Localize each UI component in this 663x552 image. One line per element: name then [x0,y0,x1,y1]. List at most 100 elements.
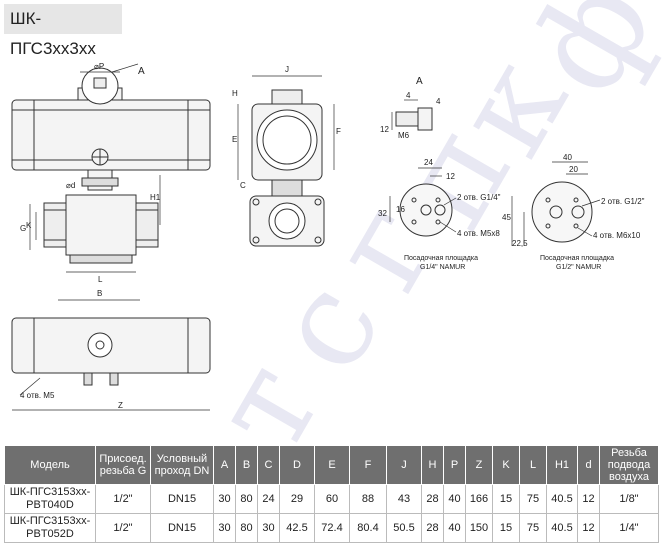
dim-label: E [232,135,237,144]
table-cell: 30 [257,513,280,543]
table-row: ШК-ПГС3153хх-PBT052D 1/2" DN15 30 80 30 … [4,513,659,543]
dim-label: G1/4" NAMUR [420,264,465,271]
col-header: C [257,445,280,485]
dim-label: H [232,89,238,98]
dim-label: F [336,127,341,136]
table-cell: 1/8" [599,484,659,514]
table-cell: 72.4 [314,513,350,543]
col-header: H1 [546,445,578,485]
technical-drawing: ⌀P A H1 G K ⌀d L B Z 4 отв. M5 J H E F [11,62,645,411]
dim-label: 2 отв. G1/4" [457,193,501,202]
table-cell: 30 [213,484,236,514]
table-cell: 50.5 [386,513,422,543]
dim-label: ⌀d [66,181,75,190]
dim-label: 4 отв. M5 [20,391,55,400]
dim-label: A [138,66,145,77]
table-cell: 40 [443,484,466,514]
dim-label: 4 отв. M6x10 [593,231,641,240]
table-cell: 30 [213,513,236,543]
table-cell: 28 [421,513,444,543]
dim-label: 12 [446,172,455,181]
col-header: d [577,445,600,485]
dim-label: 20 [569,165,578,174]
table-cell: DN15 [150,513,214,543]
dim-label: 4 отв. M5x8 [457,229,500,238]
table-cell: 15 [492,513,520,543]
dim-label: 4 [406,91,411,100]
front-view [11,63,211,273]
dim-label: J [285,65,289,74]
table-cell: 80 [235,513,258,543]
table-cell: DN15 [150,484,214,514]
dim-label: G [20,224,26,233]
table-cell: 42.5 [279,513,315,543]
table-cell: 150 [465,513,493,543]
dim-label: B [97,289,102,298]
dim-label: H1 [150,193,161,202]
detail-a [391,99,433,131]
col-header: Условный проход DN [150,445,214,485]
side-view [237,75,335,247]
col-header: Z [465,445,493,485]
dim-label: G1/2" NAMUR [556,264,601,271]
col-header: F [349,445,387,485]
col-header: P [443,445,466,485]
table-header-row: Модель Присоед. резьба G Условный проход… [4,445,659,485]
col-header: D [279,445,315,485]
dim-label: 24 [424,158,433,167]
table-cell: 60 [314,484,350,514]
table-cell: 75 [519,484,547,514]
table-cell: 40 [443,513,466,543]
dim-label: M6 [398,131,410,140]
col-header: J [386,445,422,485]
table-cell: ШК-ПГС3153хх-PBT052D [4,513,96,543]
table-cell: 43 [386,484,422,514]
col-header: Модель [4,445,96,485]
col-header: E [314,445,350,485]
col-header: L [519,445,547,485]
table-cell: 166 [465,484,493,514]
table-cell: 29 [279,484,315,514]
table-cell: 75 [519,513,547,543]
table-cell: 88 [349,484,387,514]
dim-label: C [240,181,246,190]
dim-label: 22,5 [512,239,528,248]
col-header: H [421,445,444,485]
dim-label: 40 [563,153,572,162]
table-cell: 15 [492,484,520,514]
dim-label: Посадочная площадка [404,255,478,262]
dim-label: Посадочная площадка [540,255,614,262]
table-cell: ШК-ПГС3153хх-PBT040D [4,484,96,514]
table-cell: 12 [577,513,600,543]
table-cell: 80 [235,484,258,514]
table-cell: 1/2" [95,513,151,543]
table-row: ШК-ПГС3153хх-PBT040D 1/2" DN15 30 80 24 … [4,484,659,514]
table-cell: 40.5 [546,513,578,543]
col-header: Присоед. резьба G [95,445,151,485]
dim-label: K [26,221,32,230]
table-cell: 28 [421,484,444,514]
page-title: ШК-ПГС3хх3хх [4,4,122,58]
table-cell: 80.4 [349,513,387,543]
dim-label: 16 [396,205,405,214]
dim-label: ⌀P [94,62,104,71]
namur-g14-plate [389,167,457,237]
table-cell: 1/2" [95,484,151,514]
dim-label: 45 [502,213,511,222]
dim-label: L [98,275,103,284]
bottom-view [11,299,211,411]
dim-label: 32 [378,209,387,218]
col-header: A [213,445,236,485]
table-cell: 1/4" [599,513,659,543]
table-cell: 40.5 [546,484,578,514]
col-header: Резьба подвода воздуха [599,445,659,485]
dim-label: 12 [380,125,389,134]
dim-label: Z [118,401,123,410]
dim-label: 2 отв. G1/2" [601,197,645,206]
table-cell: 24 [257,484,280,514]
spec-table: Модель Присоед. резьба G Условный проход… [4,445,659,543]
dim-label: A [416,76,423,87]
dim-label: 4 [436,97,441,106]
col-header: B [235,445,258,485]
table-cell: 12 [577,484,600,514]
